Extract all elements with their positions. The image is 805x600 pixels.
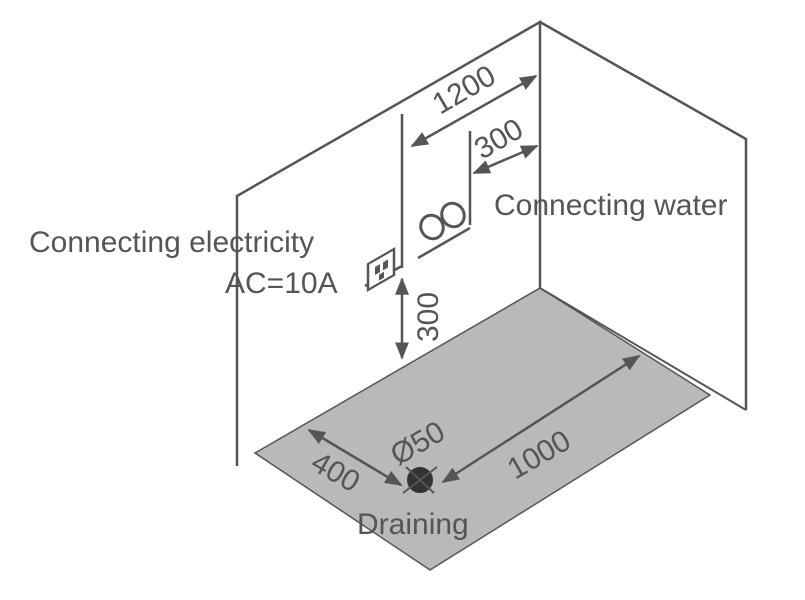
floor-tray — [253, 287, 712, 571]
label-connecting-electricity: Connecting electricity — [29, 226, 314, 259]
socket-icon — [366, 247, 396, 292]
dim-arrow-400 — [307, 428, 403, 487]
water-valves-icon — [419, 201, 466, 241]
dim-arrow-1000 — [441, 354, 641, 484]
left-wall — [235, 19, 542, 466]
dim-text-300-water: 300 — [469, 112, 529, 166]
label-draining: Draining — [357, 508, 469, 541]
dim-text-1200: 1200 — [427, 59, 501, 121]
floor-back-right-edge — [539, 287, 747, 411]
label-ac-rating: AC=10A — [225, 267, 338, 300]
dim-arrow-300-water — [472, 144, 539, 175]
right-wall — [539, 20, 748, 410]
dim-arrow-1200 — [410, 74, 538, 148]
drain-icon — [402, 466, 438, 494]
label-connecting-water: Connecting water — [494, 189, 727, 222]
dim-text-300-socket: 300 — [412, 292, 445, 342]
water-reference-tick — [417, 226, 471, 260]
